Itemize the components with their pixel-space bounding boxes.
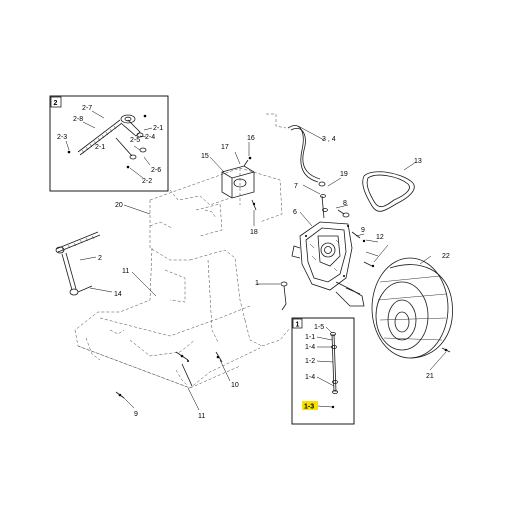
callout-3-4: 3 , 4 (322, 136, 336, 143)
label-1-5: 1-5 (314, 324, 324, 331)
label-1-3: 1-3 (304, 404, 314, 411)
callout-12: 12 (376, 234, 384, 241)
label-2-8: 2-8 (73, 116, 83, 123)
label-2-2: 2-2 (142, 178, 152, 185)
spring (77, 119, 123, 156)
callout-13: 13 (414, 158, 422, 165)
label-2-7: 2-7 (82, 105, 92, 112)
label-2-4: 2-4 (145, 134, 155, 141)
callout-16: 16 (247, 135, 255, 142)
label-2-1-a: 2-1 (153, 125, 163, 132)
label-1-2: 1-2 (305, 358, 315, 365)
callout-10: 10 (231, 382, 239, 389)
inset-2-number-box (50, 96, 62, 108)
callout-19: 19 (340, 171, 348, 178)
inset-2-frame (49, 95, 169, 192)
callout-11-upper: 11 (122, 268, 129, 275)
callout-1: 1 (255, 280, 259, 287)
callout-21: 21 (426, 373, 434, 380)
callout-11-lower: 11 (198, 413, 205, 420)
tire-wheel (371, 257, 453, 359)
inset-1-number-box (292, 318, 303, 329)
callout-18: 18 (250, 229, 258, 236)
callout-9-upper: 9 (361, 227, 365, 234)
idler-pulley (115, 114, 147, 160)
inset-1-frame (291, 317, 355, 425)
callout-17: 17 (221, 144, 229, 151)
callout-22: 22 (442, 253, 450, 260)
label-2-5: 2-5 (130, 137, 140, 144)
transaxle (291, 194, 365, 307)
label-2-1-b: 2-1 (95, 144, 105, 151)
inset-2: 2 2-7 2-8 2-3 2-1 (49, 95, 169, 192)
callout-15: 15 (201, 153, 209, 160)
brake-rod (280, 281, 288, 311)
callout-8: 8 (343, 200, 347, 207)
callout-9-lower: 9 (134, 411, 138, 418)
inset-2-number: 2 (54, 100, 58, 107)
label-1-1: 1-1 (305, 334, 315, 341)
chassis-frame (74, 167, 291, 389)
highlight-1-3 (302, 401, 318, 410)
reservoir (221, 156, 255, 199)
lever-arm (55, 231, 101, 296)
inset-1: 1 1-5 1-1 1-4 1-2 1-4 1-3 (291, 317, 355, 425)
callout-2: 2 (98, 255, 102, 262)
callout-14: 14 (114, 291, 122, 298)
drive-belt (362, 171, 415, 212)
label-2-6: 2-6 (151, 167, 161, 174)
callout-20: 20 (115, 202, 123, 209)
label-1-4-a: 1-4 (305, 344, 315, 351)
callout-6: 6 (293, 209, 297, 216)
hardware-parts (251, 199, 375, 268)
hose (266, 113, 326, 187)
inset-1-number: 1 (296, 322, 300, 329)
callout-7: 7 (294, 183, 298, 190)
label-2-3: 2-3 (57, 134, 67, 141)
label-1-4-b: 1-4 (305, 374, 315, 381)
